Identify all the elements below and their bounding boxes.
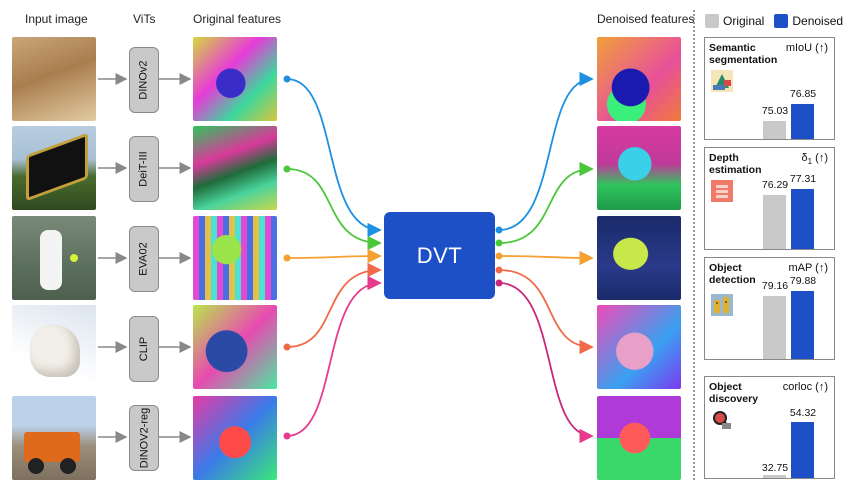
original-feature-5 bbox=[193, 396, 277, 480]
depth-icon bbox=[711, 180, 733, 202]
output-curve-5 bbox=[499, 283, 592, 436]
header-input-image: Input image bbox=[25, 12, 88, 26]
curve-dot bbox=[496, 280, 503, 287]
bar-original bbox=[763, 296, 786, 359]
denoised-feature-4 bbox=[597, 305, 681, 389]
original-feature-3 bbox=[193, 216, 277, 300]
bar-original bbox=[763, 475, 786, 478]
original-feature-1 bbox=[193, 37, 277, 121]
bar-denoised bbox=[791, 291, 814, 359]
curve-dot bbox=[284, 344, 291, 351]
legend-label-denoised: Denoised bbox=[792, 14, 843, 28]
input-image-tennis bbox=[12, 216, 96, 300]
panel-metric: δ1 (↑) bbox=[802, 152, 828, 166]
panel-metric: corloc (↑) bbox=[783, 381, 828, 393]
panel-task: Depth estimation bbox=[709, 152, 781, 176]
legend: Original Denoised bbox=[705, 14, 843, 28]
panel-task: Semantic segmentation bbox=[709, 42, 781, 66]
input-image-lion bbox=[12, 37, 96, 121]
vit-box-dinov2-reg: DINOV2-reg bbox=[129, 405, 159, 471]
denoised-feature-1 bbox=[597, 37, 681, 121]
output-curve-3 bbox=[499, 256, 592, 258]
vit-box-clip: CLIP bbox=[129, 316, 159, 382]
bar-label-denoised: 79.88 bbox=[783, 275, 823, 287]
output-curve-1 bbox=[499, 79, 592, 230]
bar-denoised bbox=[791, 422, 814, 478]
curve-dot bbox=[496, 240, 503, 247]
curve-dot bbox=[496, 253, 503, 260]
vit-box-deit: DeiT-III bbox=[129, 136, 159, 202]
curve-dot bbox=[284, 166, 291, 173]
panel-object-detection: Object detection mAP (↑) 79.16 79.88 bbox=[704, 257, 835, 360]
curve-dot bbox=[284, 76, 291, 83]
detection-icon bbox=[711, 294, 733, 316]
dvt-box: DVT bbox=[384, 212, 495, 299]
bar-label-denoised: 54.32 bbox=[783, 407, 823, 419]
denoised-feature-2 bbox=[597, 126, 681, 210]
divider-line bbox=[693, 10, 695, 480]
panel-metric: mAP (↑) bbox=[788, 262, 828, 274]
legend-label-original: Original bbox=[723, 14, 764, 28]
input-curve-1 bbox=[287, 79, 380, 230]
output-curve-2 bbox=[499, 169, 592, 243]
curve-dot bbox=[284, 433, 291, 440]
legend-swatch-original bbox=[705, 14, 719, 28]
bar-label-original: 32.75 bbox=[755, 462, 795, 474]
bar-denoised bbox=[791, 104, 814, 139]
denoised-feature-5 bbox=[597, 396, 681, 480]
header-vits: ViTs bbox=[133, 12, 155, 26]
original-feature-4 bbox=[193, 305, 277, 389]
input-curve-2 bbox=[287, 169, 380, 243]
curve-dot bbox=[284, 255, 291, 262]
panel-object-discovery: Object discovery corloc (↑) 32.75 54.32 bbox=[704, 376, 835, 479]
bar-denoised bbox=[791, 189, 814, 249]
panel-metric: mIoU (↑) bbox=[786, 42, 828, 54]
original-feature-2 bbox=[193, 126, 277, 210]
input-image-wolf bbox=[12, 305, 96, 389]
bar-original bbox=[763, 195, 786, 249]
bar-label-denoised: 76.85 bbox=[783, 88, 823, 100]
vit-box-eva02: EVA02 bbox=[129, 226, 159, 292]
panel-semantic-segmentation: Semantic segmentation mIoU (↑) 75.03 76.… bbox=[704, 37, 835, 140]
header-denoised-features: Denoised features bbox=[597, 12, 694, 26]
bar-original bbox=[763, 121, 786, 139]
panel-depth-estimation: Depth estimation δ1 (↑) 76.29 77.31 bbox=[704, 147, 835, 250]
panel-task: Object discovery bbox=[709, 381, 769, 405]
input-curve-4 bbox=[287, 270, 380, 347]
input-image-forklift bbox=[12, 396, 96, 480]
input-curve-5 bbox=[287, 283, 380, 436]
bar-label-original: 75.03 bbox=[755, 105, 795, 117]
vit-box-dinov2: DINOv2 bbox=[129, 47, 159, 113]
header-original-features: Original features bbox=[193, 12, 281, 26]
input-image-shield bbox=[12, 126, 96, 210]
bar-label-denoised: 77.31 bbox=[783, 173, 823, 185]
legend-swatch-denoised bbox=[774, 14, 788, 28]
discovery-icon bbox=[711, 409, 733, 431]
output-curve-4 bbox=[499, 270, 592, 347]
segmentation-icon bbox=[711, 70, 733, 92]
denoised-feature-3 bbox=[597, 216, 681, 300]
input-curve-3 bbox=[287, 256, 380, 258]
curve-dot bbox=[496, 267, 503, 274]
curve-dot bbox=[496, 227, 503, 234]
